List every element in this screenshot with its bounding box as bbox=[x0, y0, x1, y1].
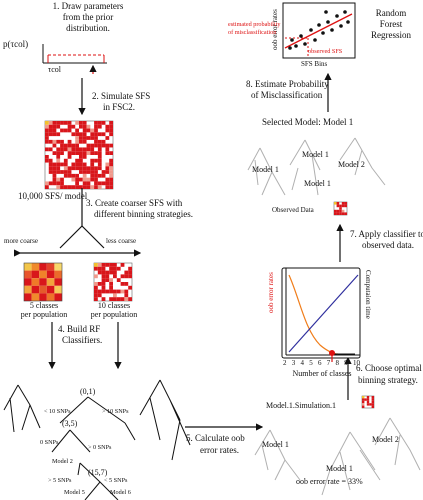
less-coarse-label: less coarse bbox=[106, 237, 137, 245]
selected-model: Selected Model: Model 1 bbox=[262, 117, 354, 127]
lower-model2: Model 2 bbox=[372, 435, 399, 444]
step3-title: 3. Create coarser SFS with bbox=[86, 198, 183, 208]
upper-model1c: Model 1 bbox=[302, 150, 329, 159]
binning-ylabel-right: Computaion time bbox=[364, 270, 372, 319]
tree-node2: (3,5) bbox=[62, 419, 78, 428]
step2-title: 2. Simulate SFS bbox=[92, 91, 151, 101]
step7-title-2: observed data. bbox=[362, 240, 414, 250]
binning-tick: 7 bbox=[326, 359, 331, 367]
tree-model2: Model 2 bbox=[52, 458, 73, 465]
tau-col-label: τcol bbox=[48, 65, 61, 74]
step4-title-2: Classifiers. bbox=[62, 335, 103, 345]
regression-xlabel: SFS Bins bbox=[301, 60, 328, 68]
oob-error-rate: oob error rate = 33% bbox=[296, 477, 363, 486]
classes10-label: 10 classes bbox=[97, 301, 131, 310]
tree-gt0-snps: > 0 SNPs bbox=[88, 444, 112, 451]
tree-root: (0,1) bbox=[80, 387, 96, 396]
step6-title-2: binning strategy. bbox=[358, 375, 418, 385]
rf-regression-3: Regression bbox=[371, 30, 411, 40]
classes5-label: 5 classes bbox=[29, 301, 59, 310]
sfs-heatmap-large bbox=[44, 120, 114, 190]
binning-tick: 9 bbox=[344, 359, 348, 367]
tree-model6: Model 6 bbox=[110, 489, 131, 496]
simulation-heatmap-icon bbox=[361, 395, 375, 409]
observed-data-heatmap bbox=[333, 201, 348, 216]
step5-title: 5. Calculate oob bbox=[186, 433, 245, 443]
step3-title-2: different binning strategies. bbox=[94, 209, 194, 219]
tree-left-rule: < 10 SNPs bbox=[44, 408, 71, 415]
binning-tick: 4 bbox=[300, 359, 305, 367]
step8-title-2: of Misclassification bbox=[251, 90, 323, 100]
tree-gt5: > 5 SNPs bbox=[48, 477, 72, 484]
regression-obs-label: observed SFS bbox=[308, 48, 343, 55]
small-tree-left bbox=[3, 384, 41, 433]
prior-plot bbox=[42, 44, 107, 74]
binning-tick: 2 bbox=[283, 359, 287, 367]
tree-node3: (15,7) bbox=[88, 468, 108, 477]
step1-title: 1. Draw parameters bbox=[52, 1, 124, 11]
simulation-label: Model.1.Simulation.1 bbox=[266, 401, 336, 410]
step2-title-2: in FSC2. bbox=[103, 102, 136, 112]
step6-title: 6. Choose optimal bbox=[356, 363, 422, 373]
binning-tick: 3 bbox=[291, 359, 296, 367]
step7-title: 7. Apply classifier to bbox=[350, 229, 423, 239]
upper-model1b: Model 1 bbox=[304, 179, 331, 188]
binning-xlabel: Number of classes bbox=[292, 369, 352, 378]
tree-zero-snps: 0 SNPs bbox=[40, 439, 59, 446]
sfs-heatmap-5-classes bbox=[23, 262, 63, 302]
classes5-label-2: per population bbox=[20, 310, 68, 319]
binning-tick: 6 bbox=[318, 359, 322, 367]
step1-title-2: from the prior bbox=[62, 12, 114, 22]
step1-title-3: distribution. bbox=[66, 23, 110, 33]
observed-data-label: Observed Data bbox=[272, 206, 314, 214]
regression-est-label: estimated probability bbox=[228, 21, 281, 28]
sfs-count: 10,000 SFS/ model bbox=[18, 191, 88, 201]
step5-title-2: error rates. bbox=[200, 445, 239, 455]
gray-trees-lower bbox=[254, 417, 421, 496]
binning-tick: 10 bbox=[353, 359, 360, 367]
lower-model1b: Model 1 bbox=[326, 464, 353, 473]
rf-regression-2: Forest bbox=[379, 19, 403, 29]
regression-est-label-2: of misclassification bbox=[228, 29, 277, 36]
tree-right-rule: > 10 SNPs bbox=[102, 408, 129, 415]
upper-model2: Model 2 bbox=[338, 160, 365, 169]
classes10-label-2: per population bbox=[90, 310, 138, 319]
binning-plot bbox=[281, 267, 361, 362]
regression-plot bbox=[282, 2, 356, 59]
gray-trees-upper bbox=[247, 137, 386, 196]
tree-lt5: < 5 SNPs bbox=[104, 477, 128, 484]
decision-tree bbox=[51, 396, 136, 500]
tree-model5: Model 5 bbox=[64, 489, 85, 496]
step8-title: 8. Estimate Probability bbox=[246, 79, 329, 89]
step4-title: 4. Build RF bbox=[58, 324, 101, 334]
more-coarse-label: more coarse bbox=[4, 237, 39, 245]
fork-lines bbox=[59, 225, 105, 249]
upper-model1a: Model 1 bbox=[252, 165, 279, 174]
prior-label: p(τcol) bbox=[3, 39, 29, 49]
binning-tick: 5 bbox=[309, 359, 313, 367]
binning-ylabel: oob error rates bbox=[267, 272, 275, 313]
binning-tick: 8 bbox=[335, 359, 340, 367]
rf-regression-1: Random bbox=[375, 8, 407, 18]
lower-model1a: Model 1 bbox=[262, 440, 289, 449]
small-tree-right bbox=[139, 379, 191, 461]
sfs-heatmap-10-classes bbox=[93, 262, 133, 302]
